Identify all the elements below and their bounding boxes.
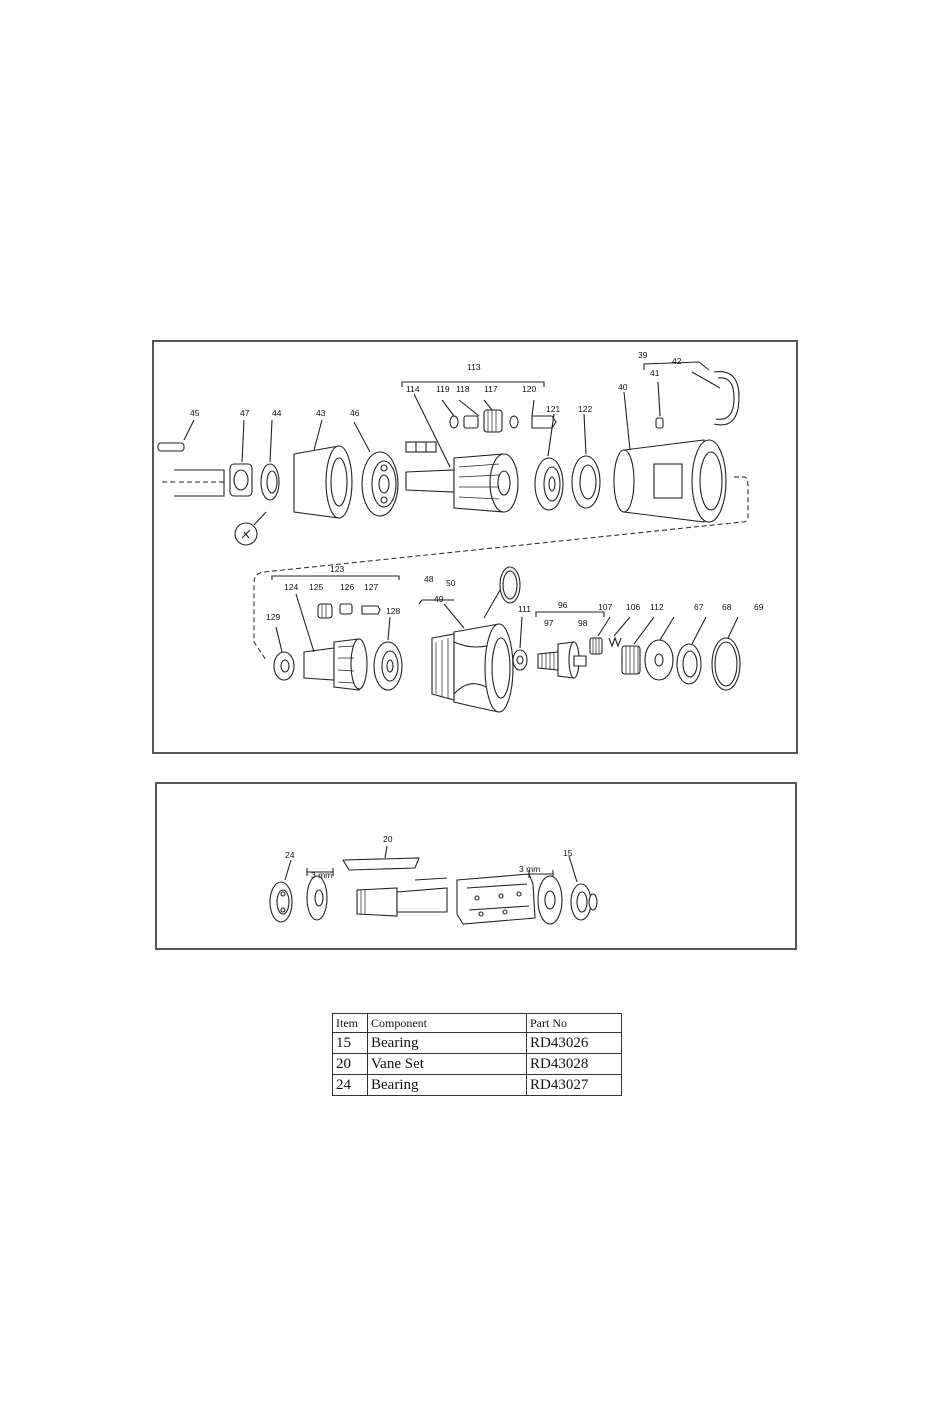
table-row: 15 Bearing RD43026 — [333, 1033, 622, 1054]
cell-item: 15 — [333, 1033, 368, 1054]
callout-111: 111 — [518, 604, 531, 614]
callout-46: 46 — [350, 408, 360, 418]
callout-49: 49 — [434, 594, 444, 604]
callout-43: 43 — [316, 408, 326, 418]
cell-component: Bearing — [368, 1033, 527, 1054]
part-117-gear — [484, 410, 502, 432]
parts-table: Item Component Part No 15 Bearing RD4302… — [332, 1013, 622, 1096]
callout-15: 15 — [563, 848, 573, 858]
header-component: Component — [368, 1014, 527, 1033]
part-106-spring — [609, 638, 621, 646]
part-69-oring — [712, 638, 740, 690]
callout-128: 128 — [386, 606, 400, 616]
callout-44: 44 — [272, 408, 282, 418]
motor-assembly-drawing: 113 114 119 118 117 120 121 122 39 42 40… — [154, 342, 800, 756]
callout-114: 114 — [406, 384, 420, 394]
part-112-gear — [622, 646, 640, 674]
cell-item: 24 — [333, 1075, 368, 1096]
part-20-vane-set — [343, 858, 419, 870]
callout-117: 117 — [484, 384, 498, 394]
callout-20: 20 — [383, 834, 393, 844]
dimension-label-left: 3 mm — [311, 870, 332, 880]
table-row: 20 Vane Set RD43028 — [333, 1054, 622, 1075]
callout-45: 45 — [190, 408, 200, 418]
callout-126: 126 — [340, 582, 354, 592]
callout-97: 97 — [544, 618, 554, 628]
callout-96: 96 — [558, 600, 568, 610]
callout-107: 107 — [598, 602, 612, 612]
callout-106: 106 — [626, 602, 640, 612]
callout-41: 41 — [650, 368, 660, 378]
header-part-no: Part No — [527, 1014, 622, 1033]
callout-67: 67 — [694, 602, 704, 612]
cell-part-no: RD43027 — [527, 1075, 622, 1096]
part-45-pin — [158, 443, 184, 451]
callout-121: 121 — [546, 404, 560, 414]
part-124-carrier — [304, 648, 334, 680]
header-item: Item — [333, 1014, 368, 1033]
callout-127: 127 — [364, 582, 378, 592]
cell-item: 20 — [333, 1054, 368, 1075]
callout-39: 39 — [638, 350, 648, 360]
callout-47: 47 — [240, 408, 250, 418]
callout-124: 124 — [284, 582, 298, 592]
part-114-shaft — [406, 470, 454, 492]
callout-50: 50 — [446, 578, 456, 588]
callout-113: 113 — [467, 362, 481, 372]
part-97-spindle — [538, 652, 558, 670]
exploded-diagram-bottom: 20 24 15 3 mm 3 mm — [155, 782, 797, 950]
callout-69: 69 — [754, 602, 764, 612]
part-49-housing — [432, 634, 454, 700]
rotor — [357, 888, 397, 916]
callout-122: 122 — [578, 404, 592, 414]
part-41-window — [654, 464, 682, 498]
callout-119: 119 — [436, 384, 450, 394]
callout-68: 68 — [722, 602, 732, 612]
table-row: 24 Bearing RD43027 — [333, 1075, 622, 1096]
callout-129: 129 — [266, 612, 280, 622]
callout-42: 42 — [672, 356, 682, 366]
table-header-row: Item Component Part No — [333, 1014, 622, 1033]
cell-component: Vane Set — [368, 1054, 527, 1075]
callout-112: 112 — [650, 602, 664, 612]
cylinder — [457, 874, 535, 924]
cell-part-no: RD43026 — [527, 1033, 622, 1054]
exploded-diagram-top: 113 114 119 118 117 120 121 122 39 42 40… — [152, 340, 798, 754]
callout-98: 98 — [578, 618, 588, 628]
callout-120: 120 — [522, 384, 536, 394]
callout-123: 123 — [330, 564, 344, 574]
callout-48: 48 — [424, 574, 434, 584]
callout-118: 118 — [456, 384, 470, 394]
part-keys — [406, 442, 436, 452]
callout-125: 125 — [309, 582, 323, 592]
cell-component: Bearing — [368, 1075, 527, 1096]
callout-24: 24 — [285, 850, 295, 860]
rotor-assembly-drawing: 20 24 15 3 mm 3 mm — [157, 784, 799, 952]
cell-part-no: RD43028 — [527, 1054, 622, 1075]
callout-40: 40 — [618, 382, 628, 392]
dimension-label-right: 3 mm — [519, 864, 540, 874]
